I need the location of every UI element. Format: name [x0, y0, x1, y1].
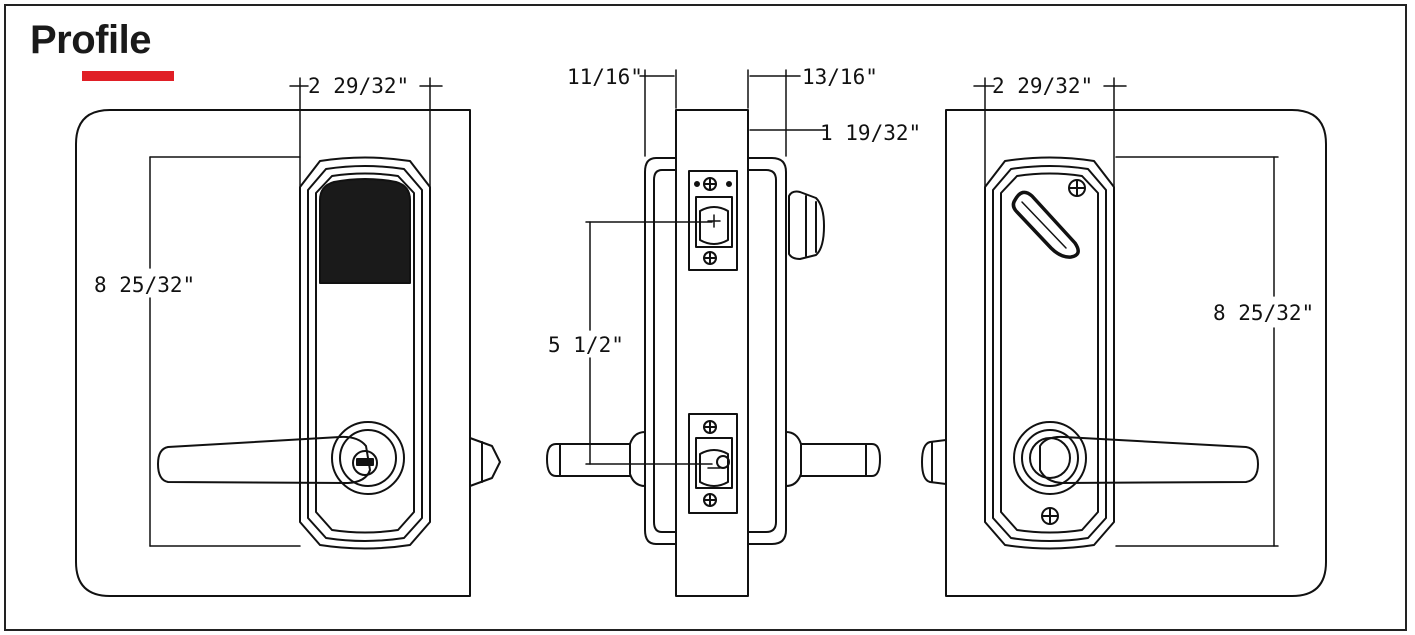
front-width-label: 2 29/32" [308, 74, 409, 98]
front-height-label: 8 25/32" [94, 273, 195, 297]
side-door-label: 1 19/32" [820, 121, 921, 145]
back-door-panel [945, 109, 1327, 597]
upper-strike-plate [688, 170, 738, 271]
back-width-dimension [973, 77, 1127, 187]
side-backset-label: 5 1/2" [548, 333, 624, 357]
back-lever-handle [1039, 435, 1259, 484]
back-view [921, 77, 1327, 597]
thumb-turn-knob [788, 190, 825, 260]
front-width-dimension [289, 77, 443, 187]
title-underline [82, 71, 174, 81]
door-cross-section [675, 109, 749, 597]
back-latch-stub [921, 439, 947, 485]
side-rose-left-label: 11/16" [567, 65, 643, 89]
back-screw-bottom [1041, 507, 1059, 525]
side-exterior-lever [546, 431, 646, 487]
side-backset-dimension [585, 221, 713, 465]
side-rose-dimensions [639, 69, 827, 157]
side-exterior-rose [644, 157, 677, 545]
side-interior-lever [785, 431, 881, 487]
front-lever-handle [157, 435, 371, 484]
back-escutcheon [984, 156, 1115, 550]
back-screw-top [1068, 179, 1086, 197]
thumb-turn [1011, 190, 1080, 259]
front-height-dimension [149, 156, 301, 547]
front-lever-rose [331, 421, 405, 495]
back-height-dimension [1115, 156, 1279, 547]
side-interior-rose [747, 157, 787, 545]
drawing-frame [4, 4, 1407, 631]
back-width-label: 2 29/32" [992, 74, 1093, 98]
front-latch-bolt [469, 437, 501, 487]
front-door-panel [75, 109, 471, 597]
front-view [75, 77, 501, 597]
side-rose-right-label: 13/16" [802, 65, 878, 89]
front-escutcheon [299, 156, 431, 550]
card-reader [319, 178, 411, 284]
page-title: Profile [30, 18, 151, 62]
back-height-label: 8 25/32" [1213, 301, 1314, 325]
side-view [546, 69, 881, 597]
